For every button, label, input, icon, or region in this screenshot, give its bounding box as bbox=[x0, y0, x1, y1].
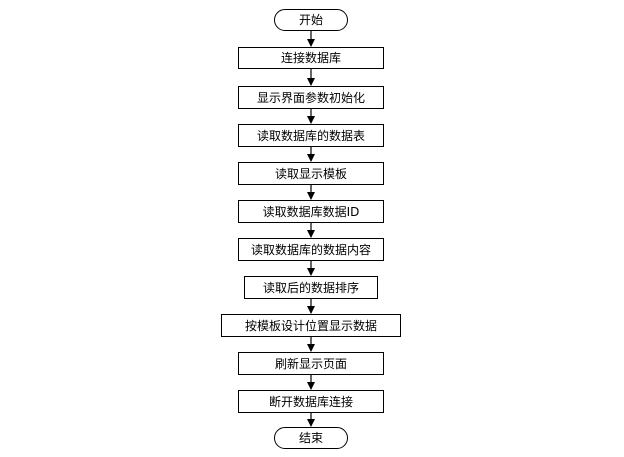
step-sort-data: 读取后的数据排序 bbox=[244, 276, 378, 299]
step-disconnect-database: 断开数据库连接 bbox=[238, 390, 384, 413]
step-init-display-params: 显示界面参数初始化 bbox=[238, 86, 384, 109]
start-node-label: 开始 bbox=[298, 13, 323, 27]
step-label: 读取显示模板 bbox=[274, 166, 347, 181]
step-display-by-template: 按模板设计位置显示数据 bbox=[221, 314, 401, 337]
end-node-label: 结束 bbox=[298, 431, 323, 445]
step-label: 按模板设计位置显示数据 bbox=[244, 318, 377, 333]
step-label: 读取数据库的数据表 bbox=[256, 128, 365, 143]
step-read-display-template: 读取显示模板 bbox=[238, 162, 384, 185]
step-label: 刷新显示页面 bbox=[274, 356, 347, 371]
step-label: 读取数据库数据ID bbox=[262, 204, 360, 219]
step-read-data-id: 读取数据库数据ID bbox=[238, 200, 384, 223]
step-label: 连接数据库 bbox=[280, 51, 341, 65]
step-connect-database: 连接数据库 bbox=[238, 47, 384, 69]
step-read-data-table: 读取数据库的数据表 bbox=[238, 124, 384, 147]
end-node: 结束 bbox=[274, 427, 348, 449]
step-label: 读取后的数据排序 bbox=[262, 280, 359, 295]
step-read-data-content: 读取数据库的数据内容 bbox=[238, 238, 384, 261]
step-label: 显示界面参数初始化 bbox=[256, 90, 365, 105]
step-label: 断开数据库连接 bbox=[268, 394, 353, 409]
start-node: 开始 bbox=[274, 9, 348, 31]
step-refresh-page: 刷新显示页面 bbox=[238, 352, 384, 375]
step-label: 读取数据库的数据内容 bbox=[250, 242, 371, 257]
